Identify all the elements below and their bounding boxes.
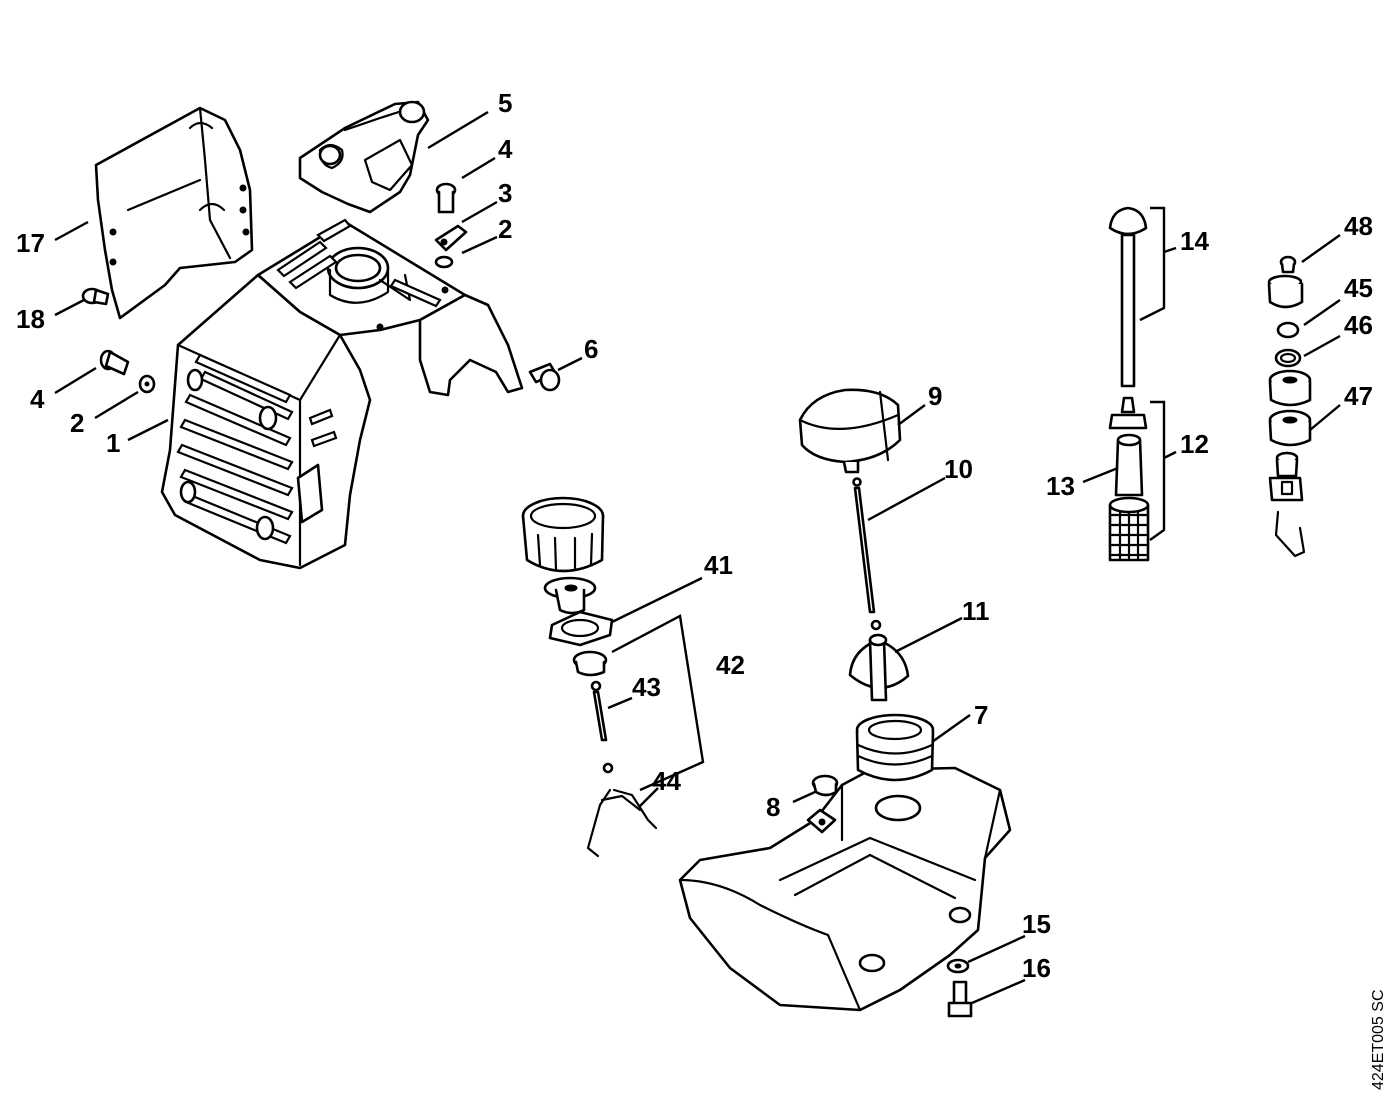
callout-18: 18 (16, 304, 45, 334)
retaining-clip-44-drawing (586, 788, 658, 858)
callout-14: 14 (1180, 226, 1209, 256)
valve-stem-drawing (1268, 451, 1304, 502)
callout-5: 5 (498, 88, 512, 118)
filler-cap-9-drawing (798, 388, 902, 474)
callout-47: 47 (1344, 381, 1373, 411)
callout-13: 13 (1046, 471, 1075, 501)
callout-3: 3 (498, 178, 512, 208)
valve-48-drawing (1279, 255, 1297, 274)
tank-cap-drawing (521, 496, 605, 573)
shroud-drawing (160, 218, 524, 570)
callout-45: 45 (1344, 273, 1373, 303)
callout-2-lower: 2 (70, 408, 84, 438)
pickup-hose-13-drawing (1114, 433, 1144, 497)
o-ring-46-drawing (1274, 348, 1302, 368)
callout-4-upper: 4 (498, 134, 513, 164)
callout-46: 46 (1344, 310, 1373, 340)
screw-16-drawing (947, 980, 973, 1018)
screw-4-upper-drawing (435, 182, 457, 214)
callout-2-upper: 2 (498, 214, 512, 244)
gasket-41-drawing (548, 610, 614, 647)
pickup-tube-14-drawing (1108, 206, 1148, 388)
bracket-drawing (298, 100, 430, 214)
callout-11: 11 (962, 596, 990, 626)
valve-body-drawing (1267, 274, 1304, 309)
cap-valve-drawing (572, 650, 608, 677)
callout-10: 10 (944, 454, 973, 484)
leader-lines (54, 110, 1341, 1005)
callout-12: 12 (1180, 429, 1209, 459)
heat-shield-drawing (94, 106, 254, 320)
pickup-fitting-drawing (1108, 396, 1148, 430)
callout-1: 1 (106, 428, 120, 458)
screw-4-lower-drawing (99, 349, 130, 376)
callout-42: 42 (716, 650, 745, 680)
o-ring-45-drawing (1276, 321, 1300, 339)
valve-collar-drawing (1268, 369, 1312, 407)
callout-41: 41 (704, 550, 733, 580)
valve-spring-clip-drawing (1274, 510, 1306, 558)
callout-48: 48 (1344, 211, 1373, 241)
callout-43: 43 (632, 672, 661, 702)
screw-6-drawing (528, 362, 561, 392)
pickup-filter-drawing (1108, 496, 1150, 562)
grommet-8-drawing (811, 774, 839, 797)
callout-15: 15 (1022, 909, 1051, 939)
callout-labels: 1 2 2 3 4 4 5 6 7 8 9 10 11 12 13 14 15 … (16, 88, 1373, 983)
filter-11-drawing (848, 633, 910, 702)
washer-2-upper-drawing (434, 255, 454, 269)
cap-retainer-drawing (543, 576, 597, 615)
callout-16: 16 (1022, 953, 1051, 983)
callout-8: 8 (766, 792, 780, 822)
clip-3-drawing (434, 224, 468, 252)
washer-15-drawing (946, 958, 970, 974)
rod-10-drawing (852, 477, 882, 631)
cap-rod-43-drawing (590, 680, 614, 774)
valve-collar-47-drawing (1268, 409, 1312, 447)
fuel-tank-drawing (678, 713, 1012, 1012)
callout-7: 7 (974, 700, 988, 730)
callout-44: 44 (652, 766, 681, 796)
washer-2-lower-drawing (138, 374, 156, 394)
drawing-code: 424ET005 SC (1370, 989, 1387, 1090)
callout-6: 6 (584, 334, 598, 364)
callout-4-lower: 4 (30, 384, 45, 414)
screw-18-drawing (81, 287, 110, 306)
callout-9: 9 (928, 381, 942, 411)
callout-17: 17 (16, 228, 45, 258)
